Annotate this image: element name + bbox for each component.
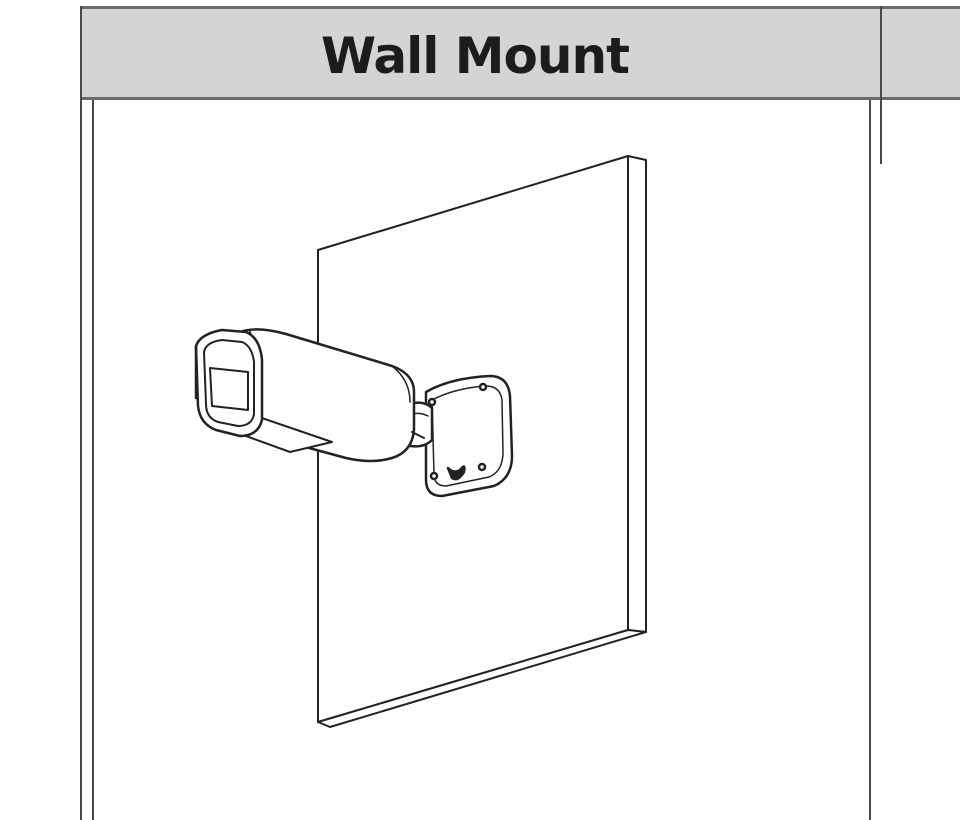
- header-right-border: [880, 6, 882, 164]
- page-title: Wall Mount: [321, 27, 630, 85]
- bullet-camera-icon: [194, 328, 425, 463]
- table-header-cell: Wall Mount: [80, 6, 960, 100]
- mount-table: Wall Mount: [80, 6, 960, 820]
- cell-right-border: [869, 100, 871, 820]
- table-left-border: [80, 6, 82, 820]
- cell-left-border: [92, 100, 94, 820]
